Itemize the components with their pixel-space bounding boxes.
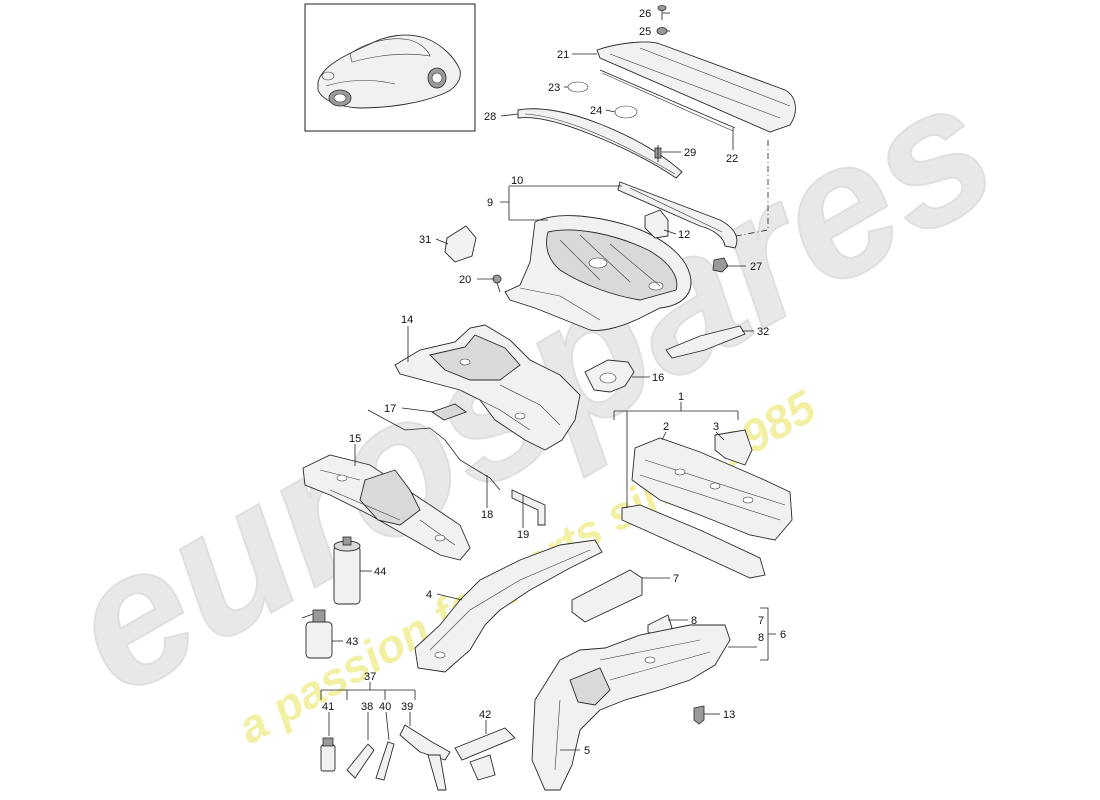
part-7-panel (571, 569, 643, 623)
part-23-grommet (567, 81, 589, 93)
callout-37: 37 (364, 671, 376, 683)
part-38-tube (346, 743, 375, 779)
callout-19: 19 (517, 529, 529, 541)
part-29-clip (654, 145, 662, 162)
part-25-nut (656, 27, 668, 35)
callout-10: 10 (511, 175, 523, 187)
part-42-tube (454, 727, 516, 781)
callout-24: 24 (590, 105, 602, 117)
part-22-seal (599, 69, 736, 129)
callout-22: 22 (726, 153, 738, 165)
callout-8b: 8 (758, 632, 764, 644)
callout-15: 15 (349, 433, 361, 445)
callout-44: 44 (374, 566, 386, 578)
part-31-bracket (444, 225, 477, 263)
callout-23: 23 (548, 82, 560, 94)
part-17-plate (430, 403, 467, 421)
callout-43: 43 (346, 636, 358, 648)
part-19-bracket (511, 489, 546, 526)
callout-6: 6 (780, 629, 786, 641)
callout-18: 18 (481, 509, 493, 521)
part-12-bracket (644, 209, 669, 239)
callout-16: 16 (652, 372, 664, 384)
callout-27: 27 (750, 261, 762, 273)
part-26-bolt (657, 5, 667, 20)
callout-41: 41 (322, 701, 334, 713)
part-41-cartridge (320, 737, 336, 772)
part-27-nut (712, 257, 729, 273)
callout-3: 3 (713, 421, 719, 433)
callout-25: 25 (639, 26, 651, 38)
part-4-side-member (414, 539, 603, 673)
callout-12: 12 (678, 229, 690, 241)
reference-line (735, 140, 769, 237)
part-10-rear-strip (617, 181, 738, 249)
part-32-bracket (665, 325, 746, 359)
part-28-cross-brace (517, 108, 683, 179)
callout-32: 32 (757, 326, 769, 338)
part-2-rear-crossmember (631, 437, 793, 541)
callout-42: 42 (479, 709, 491, 721)
callout-1: 1 (678, 391, 684, 403)
callout-31: 31 (419, 234, 431, 246)
part-44-spray-can (333, 536, 361, 605)
callout-38: 38 (361, 701, 373, 713)
callout-29: 29 (684, 147, 696, 159)
callout-20: 20 (459, 274, 471, 286)
part-15-side-member (302, 454, 471, 561)
callout-26: 26 (639, 8, 651, 20)
part-13-clip (693, 705, 705, 725)
callout-28: 28 (484, 111, 496, 123)
callout-5: 5 (584, 745, 590, 757)
part-24-grommet (614, 105, 638, 119)
part-5-wheel-arch (531, 624, 731, 791)
callout-9: 9 (487, 197, 493, 209)
callout-17: 17 (384, 403, 396, 415)
callout-2: 2 (663, 421, 669, 433)
part-39-caulking-gun (399, 724, 451, 791)
vehicle-thumbnail (304, 3, 476, 132)
callout-labels: 26 25 21 23 24 28 22 29 10 9 12 31 20 27… (322, 8, 786, 757)
callout-21: 21 (557, 49, 569, 61)
callout-4: 4 (426, 589, 432, 601)
callout-8a: 8 (691, 615, 697, 627)
part-18-rod (367, 409, 501, 491)
part-20-clip (492, 274, 502, 293)
callout-14: 14 (401, 314, 413, 326)
part-3-bracket (714, 429, 753, 466)
part-9-rear-floor-pan (504, 215, 692, 331)
callout-40: 40 (379, 701, 391, 713)
part-1-lower-rail (621, 504, 766, 579)
callout-13: 13 (723, 709, 735, 721)
callout-7b: 7 (758, 615, 764, 627)
callout-39: 39 (401, 701, 413, 713)
part-21-roof-panel (596, 41, 796, 133)
leader-lines (320, 12, 776, 751)
part-43-bottle (301, 609, 333, 659)
part-40-nozzle (375, 741, 395, 781)
callout-7a: 7 (673, 573, 679, 585)
part-14-floor-panel (394, 324, 581, 451)
